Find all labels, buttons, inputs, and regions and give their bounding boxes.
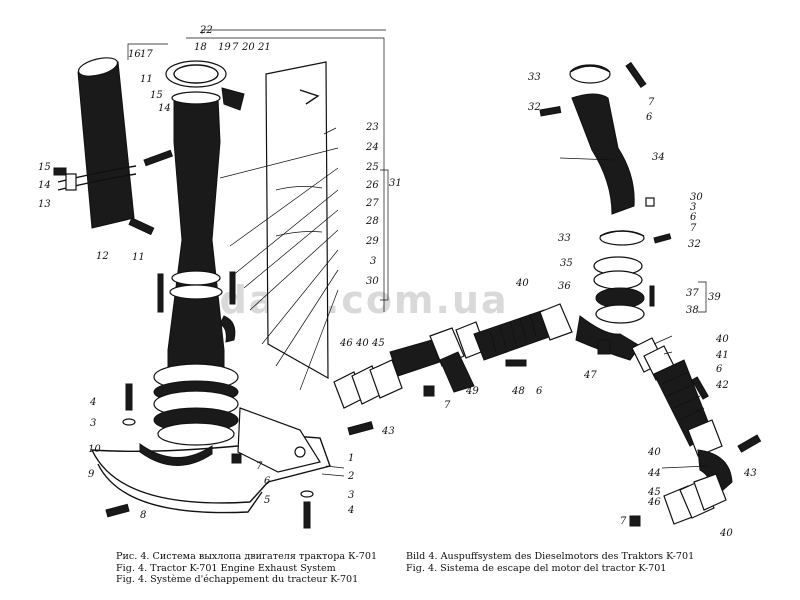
part-label: 12 [96,251,109,262]
part-label: 49 [465,386,479,397]
part-label: 3 [690,202,696,213]
part-label: 5 [264,495,270,506]
leader-lines [219,127,709,477]
caption-line: Bild 4. Auspuffsystem des Dieselmotors d… [406,551,695,562]
part-label: 11 [140,74,153,85]
part-label: 41 [715,350,729,361]
part-label: 6 [646,112,653,123]
part-label: 7 [232,42,239,53]
caption-right: Bild 4. Auspuffsystem des Dieselmotors d… [406,551,694,574]
part-label: 6 [716,364,723,375]
caption-line: Fig. 4. Sistema de escape del motor del … [406,562,667,574]
part-label: 45 [647,487,661,498]
upper-elbow-34 [539,61,647,215]
part-label: 10 [88,444,101,455]
part-label: 7 [444,400,451,411]
part-label: 15 [150,90,163,101]
part-label: 7 [620,516,627,527]
part-label: 45 [371,338,385,349]
caption-line: Рис. 4. Система выхлопа двигателя тракто… [116,551,378,562]
bracket-lines [127,29,707,313]
main-exhaust-pipe [153,60,245,446]
part-label: 47 [583,370,597,381]
part-label: 29 [365,236,379,247]
part-label: 15 [38,162,51,173]
part-label: 11 [132,252,145,263]
base-plates [90,407,331,514]
part-label: 35 [560,258,573,269]
bolt-14-15 [53,149,174,176]
part-label: 23 [365,122,379,133]
part-label: 3 [348,490,354,501]
part-label: 22 [199,25,213,36]
part-label: 20 [241,42,255,53]
bolts-4-8 [105,383,314,529]
part-label: 17 [140,49,153,60]
part-label: 24 [365,142,379,153]
part-label: 21 [257,42,271,53]
part-label: 18 [194,42,207,53]
part-label: 30 [690,192,703,203]
part-label: 33 [528,72,541,83]
part-label: 7 [690,223,697,234]
part-label: 40 [715,334,729,345]
part-label: 8 [140,510,146,521]
part-label: 40 [647,447,661,458]
part-label: 40 [515,278,529,289]
part-label: 37 [686,288,699,299]
part-label: 48 [511,386,525,397]
part-label: 1 [348,453,354,464]
part-label: 2 [347,471,354,482]
pipe-12-with-clamp [57,57,137,229]
part-label: 32 [528,102,541,113]
part-label: 32 [688,239,701,250]
part-label: 6 [690,212,697,223]
part-label: 16 [128,49,141,60]
part-label: 14 [38,180,51,191]
part-label: 6 [264,476,271,487]
part-label: 9 [88,469,95,480]
part-label: 28 [365,216,379,227]
part-label: 7 [256,461,263,472]
lower-right-pipe [629,337,762,527]
caption-left: Рис. 4. Система выхлопа двигателя тракто… [116,551,377,586]
part-label: 6 [536,386,543,397]
caption-line: Fig. 4. Tractor K-701 Engine Exhaust Sys… [116,562,336,574]
part-label: 26 [365,180,379,191]
part-label: 43 [743,468,757,479]
bolt-11 [128,217,155,236]
part-label: 31 [389,178,402,189]
part-labels: 22 16 17 18 19 7 20 21 11 15 14 15 14 13… [38,25,757,539]
part-label: 40 [355,338,369,349]
part-label: 42 [715,380,729,391]
part-label: 44 [647,468,661,479]
middle-pipe-assembly [333,303,573,436]
caption-line: Fig. 4. Système d'échappement du tracteu… [116,574,359,585]
heat-shield-23 [265,61,329,380]
part-label: 14 [158,103,171,114]
watermark: adara.com.ua [192,278,509,322]
part-label: 19 [218,42,231,53]
part-label: 4 [347,505,354,516]
part-label: 25 [365,162,379,173]
part-label: 40 [719,528,733,539]
part-label: 36 [558,281,571,292]
part-label: 3 [90,418,96,429]
part-label: 39 [708,292,721,303]
part-label: 3 [370,256,376,267]
part-label: 30 [366,276,379,287]
connector-flanges-35-38 [575,197,672,361]
part-label: 4 [89,397,96,408]
part-label: 46 [647,497,661,508]
bolt-27 [157,271,236,313]
part-label: 34 [652,152,665,163]
part-label: 27 [365,198,379,209]
part-label: 13 [38,199,51,210]
part-label: 46 [339,338,353,349]
part-label: 33 [558,233,571,244]
part-label: 7 [648,97,655,108]
part-label: 43 [381,426,395,437]
part-label: 38 [686,305,699,316]
